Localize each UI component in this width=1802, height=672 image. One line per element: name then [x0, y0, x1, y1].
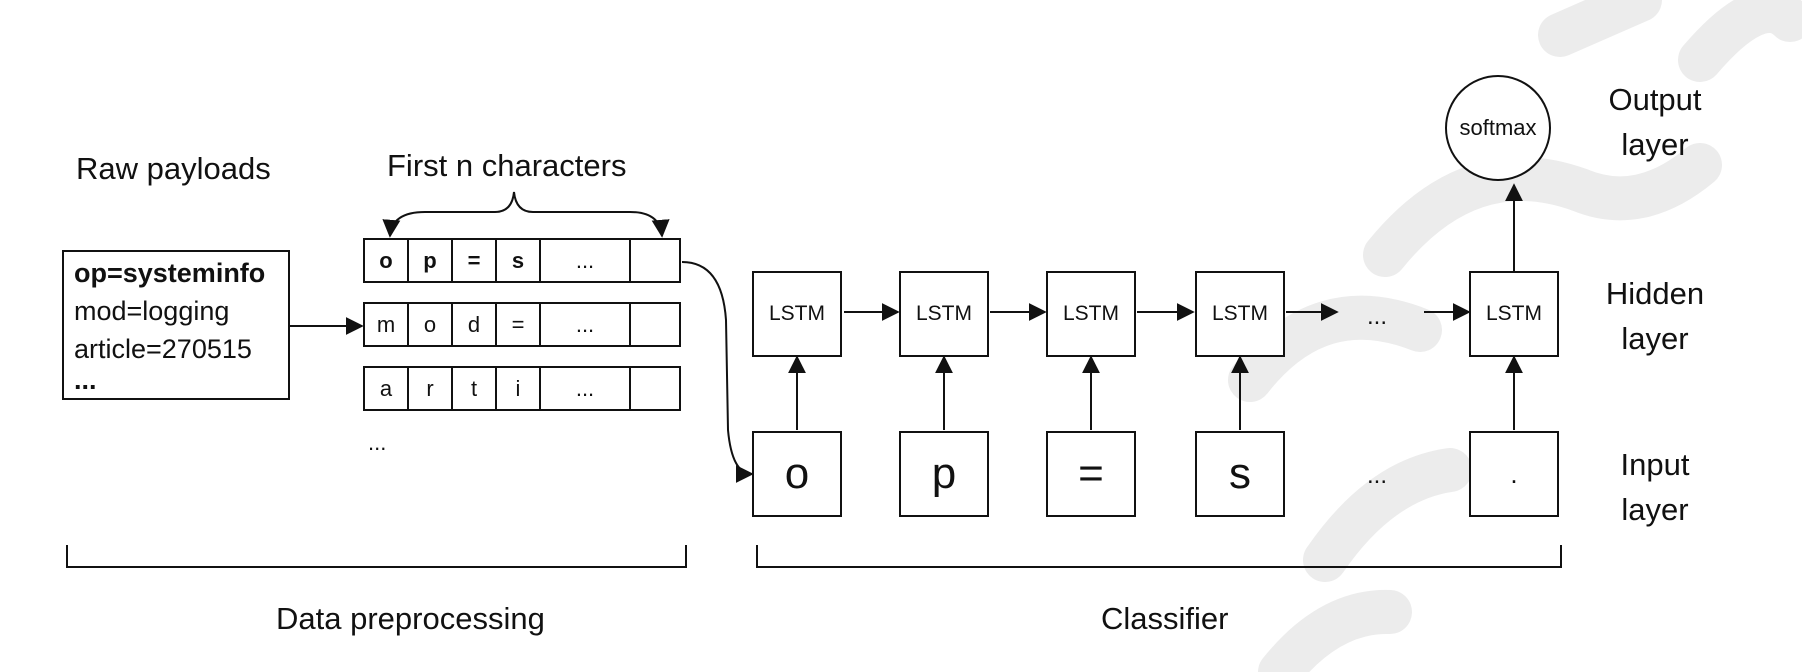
brace: [382, 191, 670, 238]
char-row: o p = s ...: [363, 238, 681, 283]
char-cell: o: [409, 304, 453, 345]
char-cell: ...: [541, 304, 631, 345]
char-cell: =: [453, 240, 497, 281]
char-cell: d: [453, 304, 497, 345]
input-ellipsis: ...: [1367, 462, 1388, 489]
data-preprocessing-label: Data preprocessing: [276, 601, 545, 636]
input-cell: p: [899, 431, 989, 517]
arrow-row-to-input: [681, 261, 754, 483]
char-cell: t: [453, 368, 497, 409]
char-cell: [631, 368, 679, 409]
char-cell: ...: [541, 240, 631, 281]
lstm-cell: LSTM: [899, 271, 989, 357]
char-cell: o: [365, 240, 409, 281]
payload-line: op=systeminfo: [74, 258, 266, 288]
char-cell: m: [365, 304, 409, 345]
char-row: a r t i ...: [363, 366, 681, 411]
lstm-cell: LSTM: [752, 271, 842, 357]
char-cell: =: [497, 304, 541, 345]
raw-payloads-title: Raw payloads: [76, 151, 271, 186]
char-cell: i: [497, 368, 541, 409]
input-cell: =: [1046, 431, 1136, 517]
raw-payload-box: op=systeminfo mod=logging article=270515…: [62, 250, 290, 400]
lstm-cell: LSTM: [1195, 271, 1285, 357]
payload-line: article=270515: [74, 334, 252, 364]
first-n-characters-label: First n characters: [387, 148, 627, 183]
char-cell: a: [365, 368, 409, 409]
char-cell: ...: [541, 368, 631, 409]
lstm-cell: LSTM: [1046, 271, 1136, 357]
bracket-preprocessing: [66, 545, 687, 568]
classifier-label: Classifier: [1101, 601, 1229, 636]
input-cell: .: [1469, 431, 1559, 517]
softmax-node: softmax: [1445, 75, 1551, 181]
bracket-classifier: [756, 545, 1562, 568]
char-cell: s: [497, 240, 541, 281]
payload-line: ...: [74, 365, 97, 395]
hidden-ellipsis: ...: [1367, 303, 1388, 330]
lstm-cell: LSTM: [1469, 271, 1559, 357]
char-cell: p: [409, 240, 453, 281]
payload-line: mod=logging: [74, 296, 230, 326]
rows-ellipsis: ...: [368, 430, 387, 455]
input-cell: o: [752, 431, 842, 517]
char-row: m o d = ...: [363, 302, 681, 347]
input-cell: s: [1195, 431, 1285, 517]
char-cell: [631, 304, 679, 345]
char-cell: r: [409, 368, 453, 409]
char-cell: [631, 240, 679, 281]
